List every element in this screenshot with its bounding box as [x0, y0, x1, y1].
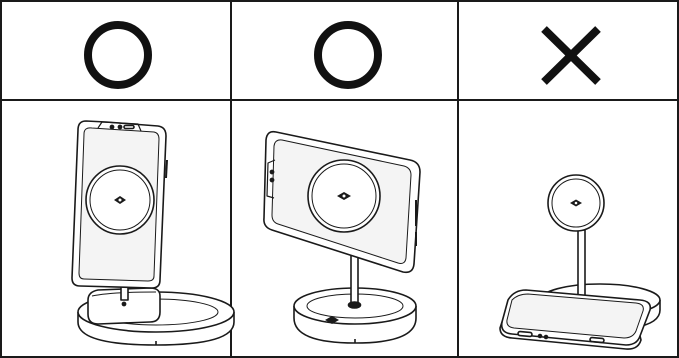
cross-icon — [541, 26, 601, 85]
magnetic-puck — [307, 159, 381, 233]
stand-base — [293, 287, 417, 344]
circle-icon — [84, 21, 152, 89]
brand-logo-icon — [570, 199, 582, 207]
brand-logo-icon — [337, 192, 351, 200]
scene-vertical-phone — [71, 120, 235, 346]
brand-logo-icon — [325, 316, 339, 324]
circle-icon — [314, 21, 382, 89]
scene-phone-on-base — [499, 174, 661, 350]
magnetic-puck — [547, 174, 605, 232]
stand-pole — [577, 229, 586, 301]
phone-lying-flat — [499, 289, 652, 350]
magnetic-puck — [85, 165, 155, 235]
earbuds-case — [87, 287, 161, 325]
brand-logo-icon — [114, 196, 126, 204]
scene-horizontal-phone — [263, 130, 421, 344]
